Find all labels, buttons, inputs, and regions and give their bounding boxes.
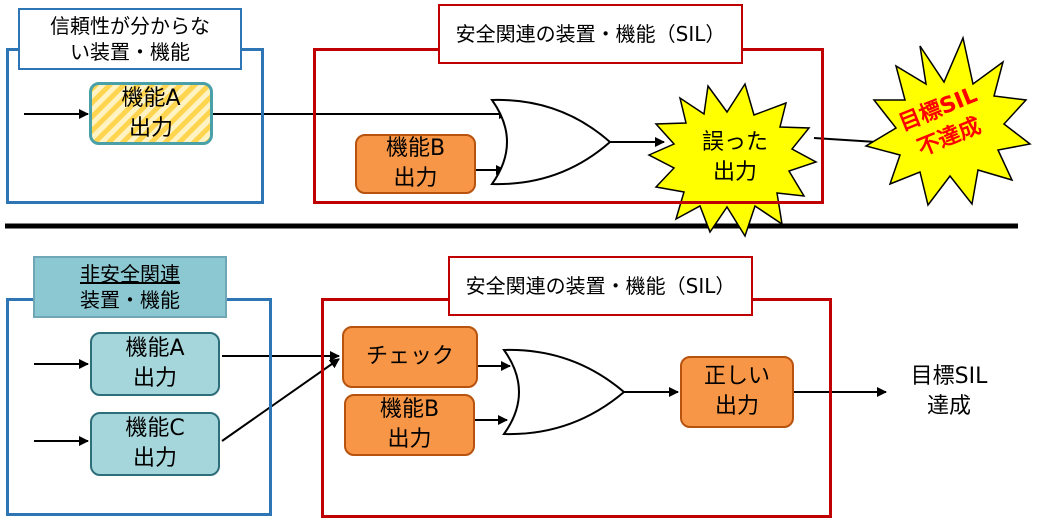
top-or-gate	[490, 98, 612, 186]
bottom-safety-title: 安全関連の装置・機能（SIL）	[448, 256, 753, 316]
unknown-title-line2: い装置・機能	[70, 40, 190, 64]
bottom-func-a-node: 機能A 出力	[90, 332, 220, 396]
check-node: チェック	[342, 326, 478, 388]
nonsafety-title-line1: 非安全関連	[80, 262, 180, 286]
wrong-output-burst	[647, 82, 818, 238]
bottom-func-b-node: 機能B 出力	[344, 394, 475, 456]
wrong-output-label: 誤った 出力	[701, 130, 768, 185]
bottom-func-c-node: 機能C 出力	[90, 412, 220, 476]
nonsafety-title: 非安全関連 装置・機能	[33, 256, 227, 318]
achieve-label: 目標SIL 達成	[910, 364, 988, 419]
nonsafety-title-line2: 装置・機能	[80, 288, 180, 312]
unknown-reliability-title: 信頼性が分からな い装置・機能	[18, 8, 242, 70]
bottom-c-to-check	[221, 358, 340, 442]
bottom-or-gate	[502, 348, 626, 436]
fail-burst	[864, 35, 1032, 207]
top-func-b-node: 機能B 出力	[355, 134, 476, 194]
top-func-a-node: 機能A 出力	[89, 82, 213, 145]
top-safety-title: 安全関連の装置・機能（SIL）	[438, 4, 743, 64]
correct-output-node: 正しい 出力	[680, 356, 794, 428]
unknown-title-line1: 信頼性が分からな	[50, 14, 210, 38]
nonsafety-frame	[6, 298, 272, 516]
